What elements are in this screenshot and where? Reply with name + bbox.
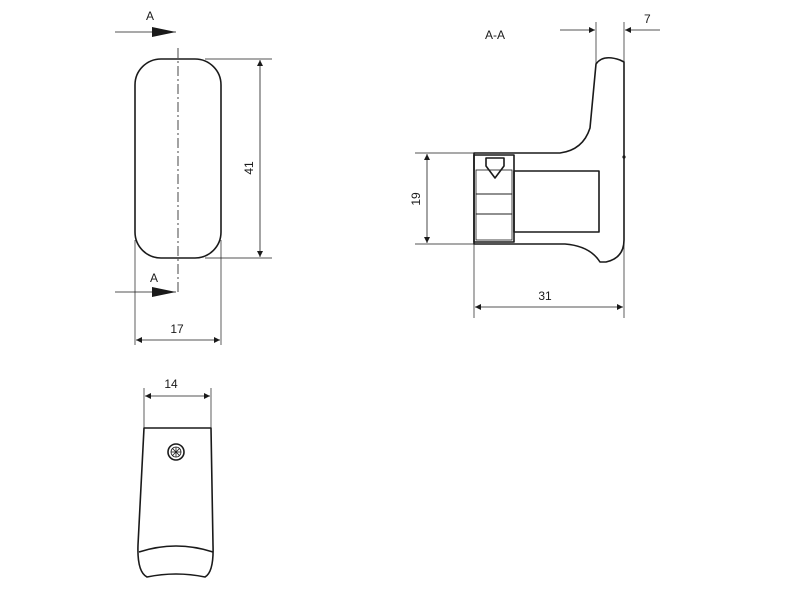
front-view-outline <box>134 58 222 259</box>
dim-front-height: 41 <box>242 161 256 175</box>
dim-section-bore: 19 <box>409 192 423 206</box>
section-body <box>473 56 625 263</box>
section-arrowhead-top <box>152 27 176 37</box>
section-bore <box>513 170 600 233</box>
section-insert <box>473 154 515 243</box>
bottom-view-foot-line <box>138 545 214 553</box>
section-view: A-A 7 19 31 <box>409 12 660 318</box>
section-arrowhead-bottom <box>152 287 176 297</box>
front-view: A A 41 17 <box>115 9 272 345</box>
section-marker-top: A <box>146 9 154 23</box>
section-point <box>622 155 626 159</box>
bottom-view-outline <box>137 427 214 578</box>
dim-bottom-width: 14 <box>164 377 178 391</box>
screw-icon <box>167 443 185 461</box>
dim-front-width: 17 <box>170 322 184 336</box>
set-screw-icon <box>485 157 505 179</box>
dim-section-flange: 7 <box>644 12 651 26</box>
dim-section-depth: 31 <box>538 289 552 303</box>
section-marker-bottom: A <box>150 271 158 285</box>
bottom-view: 14 <box>137 377 214 578</box>
section-title: A-A <box>485 28 505 42</box>
